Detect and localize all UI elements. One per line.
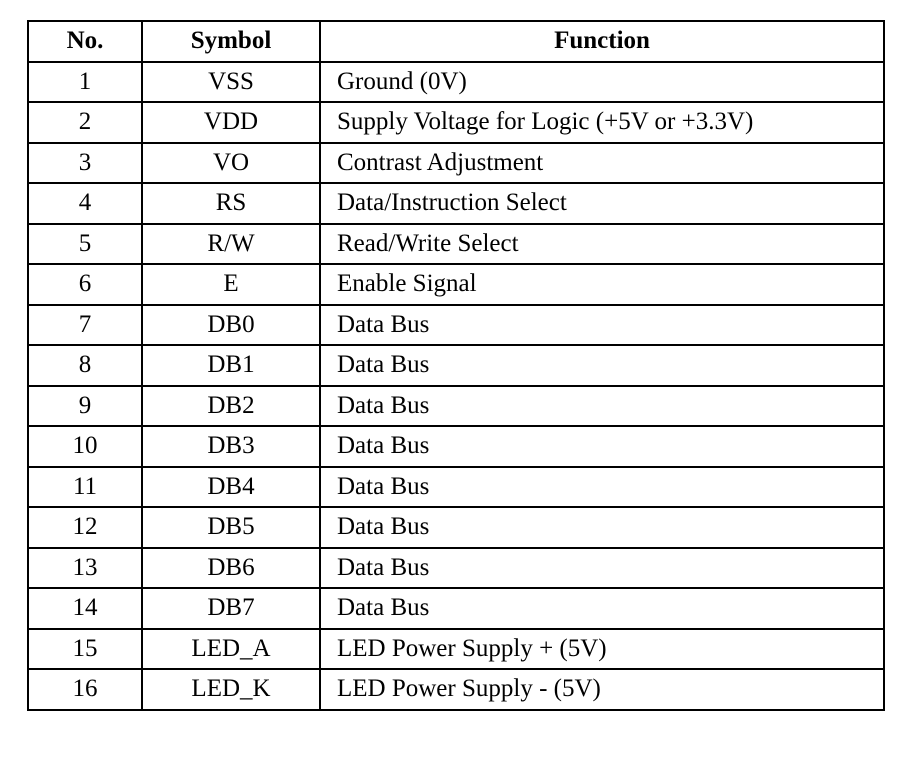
pin-number: 4 xyxy=(27,182,143,225)
pin-symbol: DB3 xyxy=(141,425,321,468)
pin-symbol: DB0 xyxy=(141,303,321,346)
pin-number: 14 xyxy=(27,587,143,630)
pin-function: LED Power Supply + (5V) xyxy=(319,627,885,670)
pin-number: 16 xyxy=(27,668,143,711)
pin-number: 2 xyxy=(27,101,143,144)
pin-symbol: DB7 xyxy=(141,587,321,630)
pin-function: Data Bus xyxy=(319,506,885,549)
header-no: No. xyxy=(27,20,143,63)
pin-number: 13 xyxy=(27,546,143,589)
header-symbol: Symbol xyxy=(141,20,321,63)
pin-function: Data/Instruction Select xyxy=(319,182,885,225)
pin-number: 1 xyxy=(27,60,143,103)
pin-function: Read/Write Select xyxy=(319,222,885,265)
pin-function: LED Power Supply - (5V) xyxy=(319,668,885,711)
pin-function: Data Bus xyxy=(319,384,885,427)
pin-number: 11 xyxy=(27,465,143,508)
pin-symbol: VSS xyxy=(141,60,321,103)
pin-symbol: VO xyxy=(141,141,321,184)
header-function: Function xyxy=(319,20,885,63)
pin-function: Data Bus xyxy=(319,546,885,589)
pin-number: 10 xyxy=(27,425,143,468)
pin-number: 9 xyxy=(27,384,143,427)
pin-number: 6 xyxy=(27,263,143,306)
pin-function: Supply Voltage for Logic (+5V or +3.3V) xyxy=(319,101,885,144)
pin-function: Data Bus xyxy=(319,344,885,387)
pin-function: Enable Signal xyxy=(319,263,885,306)
pin-number: 15 xyxy=(27,627,143,670)
pin-number: 5 xyxy=(27,222,143,265)
pin-function: Data Bus xyxy=(319,303,885,346)
pin-function: Data Bus xyxy=(319,465,885,508)
pin-number: 3 xyxy=(27,141,143,184)
pin-function: Data Bus xyxy=(319,425,885,468)
pin-function: Contrast Adjustment xyxy=(319,141,885,184)
pin-symbol: DB2 xyxy=(141,384,321,427)
pin-number: 7 xyxy=(27,303,143,346)
pin-symbol: VDD xyxy=(141,101,321,144)
pin-symbol: DB1 xyxy=(141,344,321,387)
pin-function: Data Bus xyxy=(319,587,885,630)
pin-symbol: DB6 xyxy=(141,546,321,589)
pin-symbol: E xyxy=(141,263,321,306)
pin-number: 12 xyxy=(27,506,143,549)
pin-symbol: DB5 xyxy=(141,506,321,549)
pin-symbol: LED_K xyxy=(141,668,321,711)
pin-symbol: LED_A xyxy=(141,627,321,670)
pin-symbol: DB4 xyxy=(141,465,321,508)
pin-symbol: RS xyxy=(141,182,321,225)
pin-symbol: R/W xyxy=(141,222,321,265)
header-row: No. Symbol Function xyxy=(27,20,885,63)
pin-function: Ground (0V) xyxy=(319,60,885,103)
pin-number: 8 xyxy=(27,344,143,387)
